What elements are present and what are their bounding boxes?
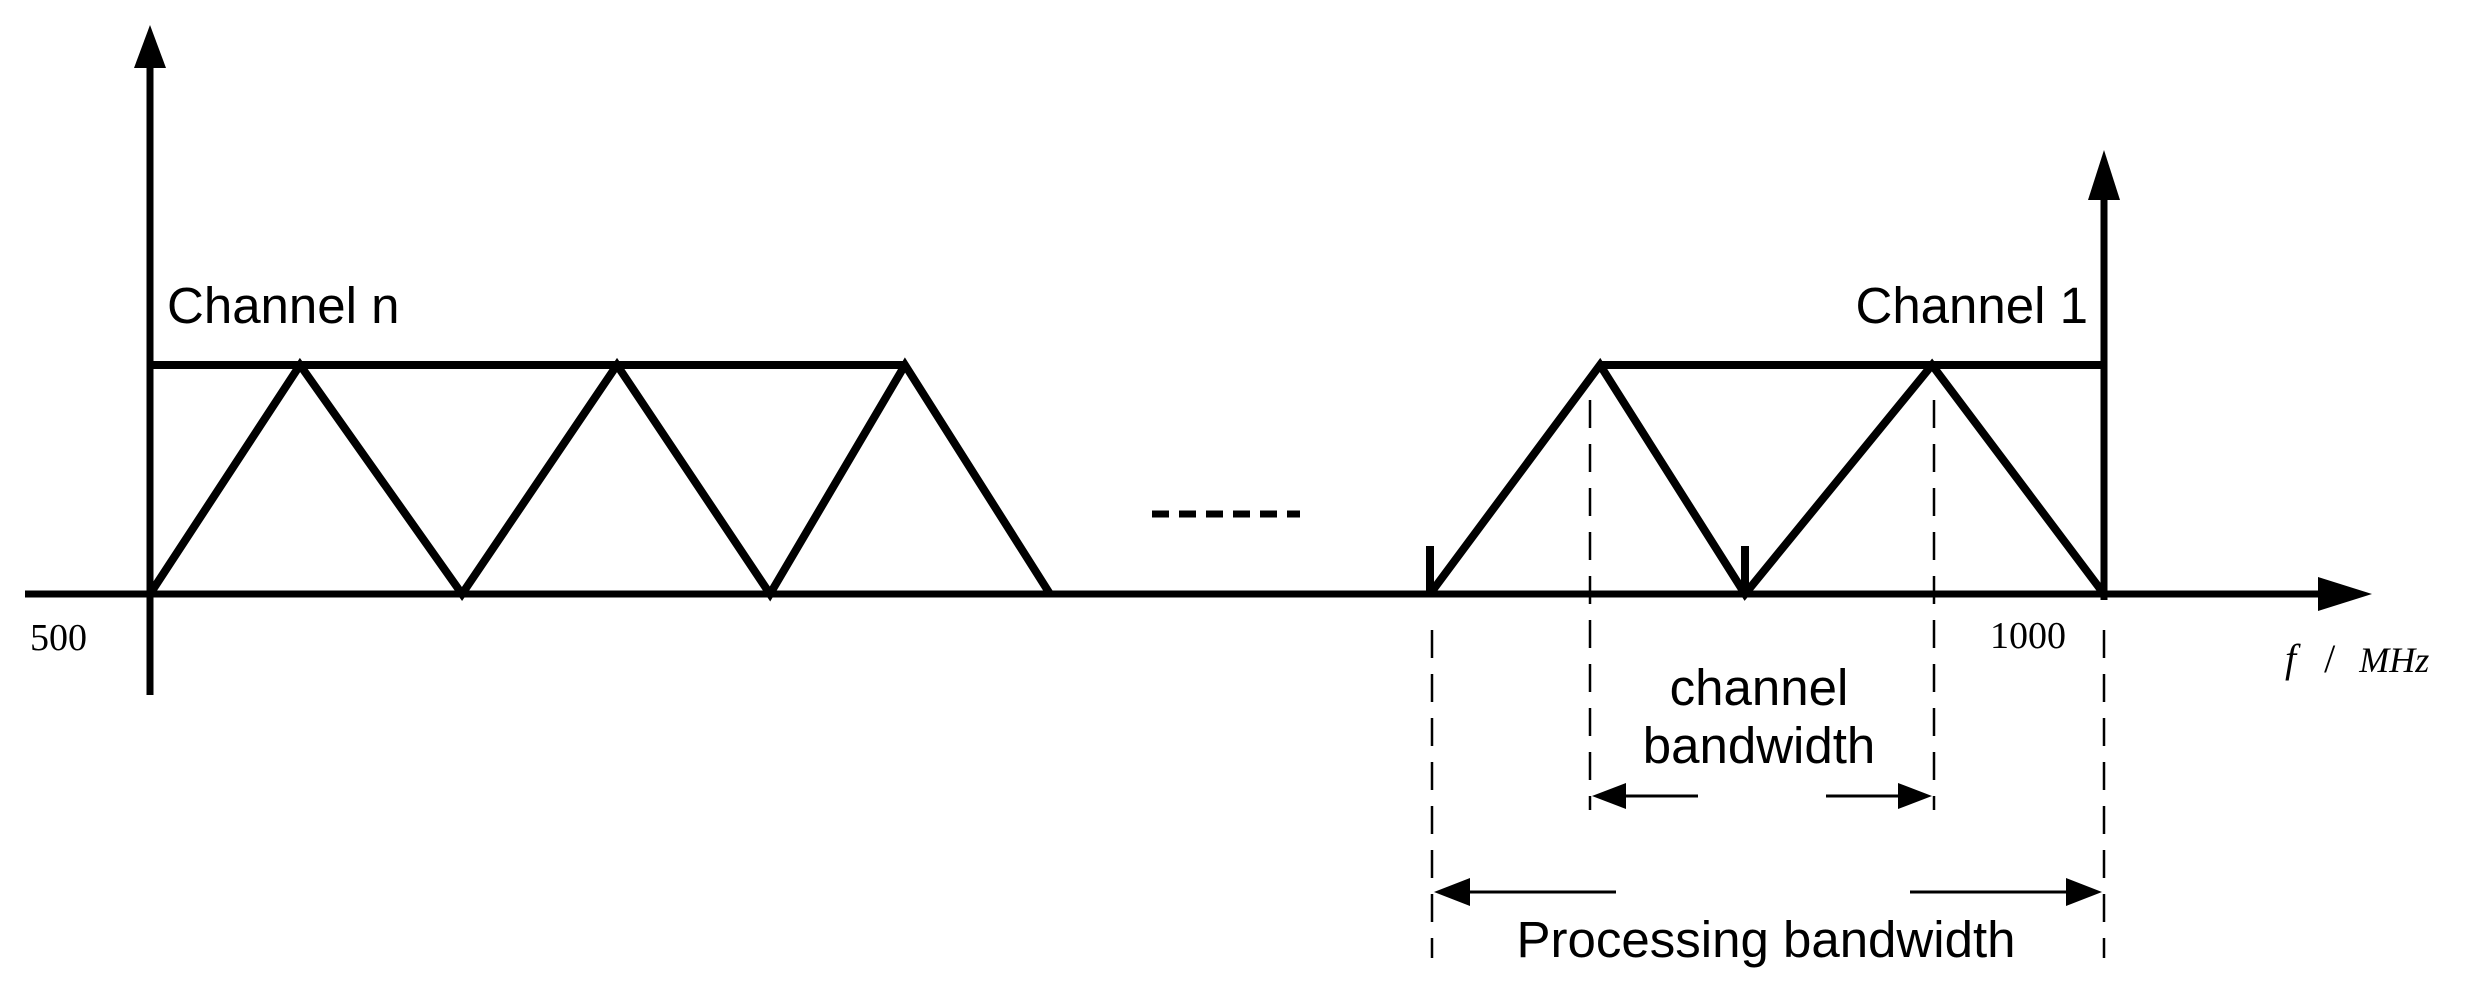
channel-bandwidth-arrows [1592, 783, 1932, 809]
axis-separator: / [2324, 636, 2336, 681]
channel-n-label: Channel n [167, 277, 400, 334]
channel-n-filter-bank [146, 357, 1054, 602]
channel-bw-arrow-right-head [1898, 783, 1932, 809]
channel-bw-arrow-left-head [1592, 783, 1626, 809]
processing-bandwidth-arrows [1434, 878, 2102, 906]
processing-bw-arrow-right-head [2066, 878, 2102, 906]
axes [25, 25, 2372, 695]
axis-unit: MHz [2358, 640, 2429, 680]
frequency-axis-arrowhead [2318, 577, 2372, 611]
frequency-axis-label: f / MHz [2285, 636, 2429, 681]
channel-bandwidth-label-line2: bandwidth [1643, 717, 1876, 774]
left-axis-arrowhead [134, 25, 166, 68]
processing-bw-arrow-left-head [1434, 878, 1470, 906]
right-axis-arrowhead [2088, 150, 2120, 200]
dashed-guides [1430, 400, 2106, 958]
axis-f-symbol: f [2285, 636, 2301, 681]
channel-bandwidth-label-line1: channel [1670, 659, 1849, 716]
processing-bandwidth-label: Processing bandwidth [1517, 911, 2016, 968]
freq-end-label: 1000 [1990, 615, 2066, 657]
channel-1-triangles [1426, 357, 2108, 601]
channel-1-label: Channel 1 [1855, 277, 2088, 334]
channel-n-triangles [146, 357, 1054, 602]
channel-1-filter-bank [1426, 357, 2108, 601]
freq-start-label: 500 [30, 617, 87, 659]
